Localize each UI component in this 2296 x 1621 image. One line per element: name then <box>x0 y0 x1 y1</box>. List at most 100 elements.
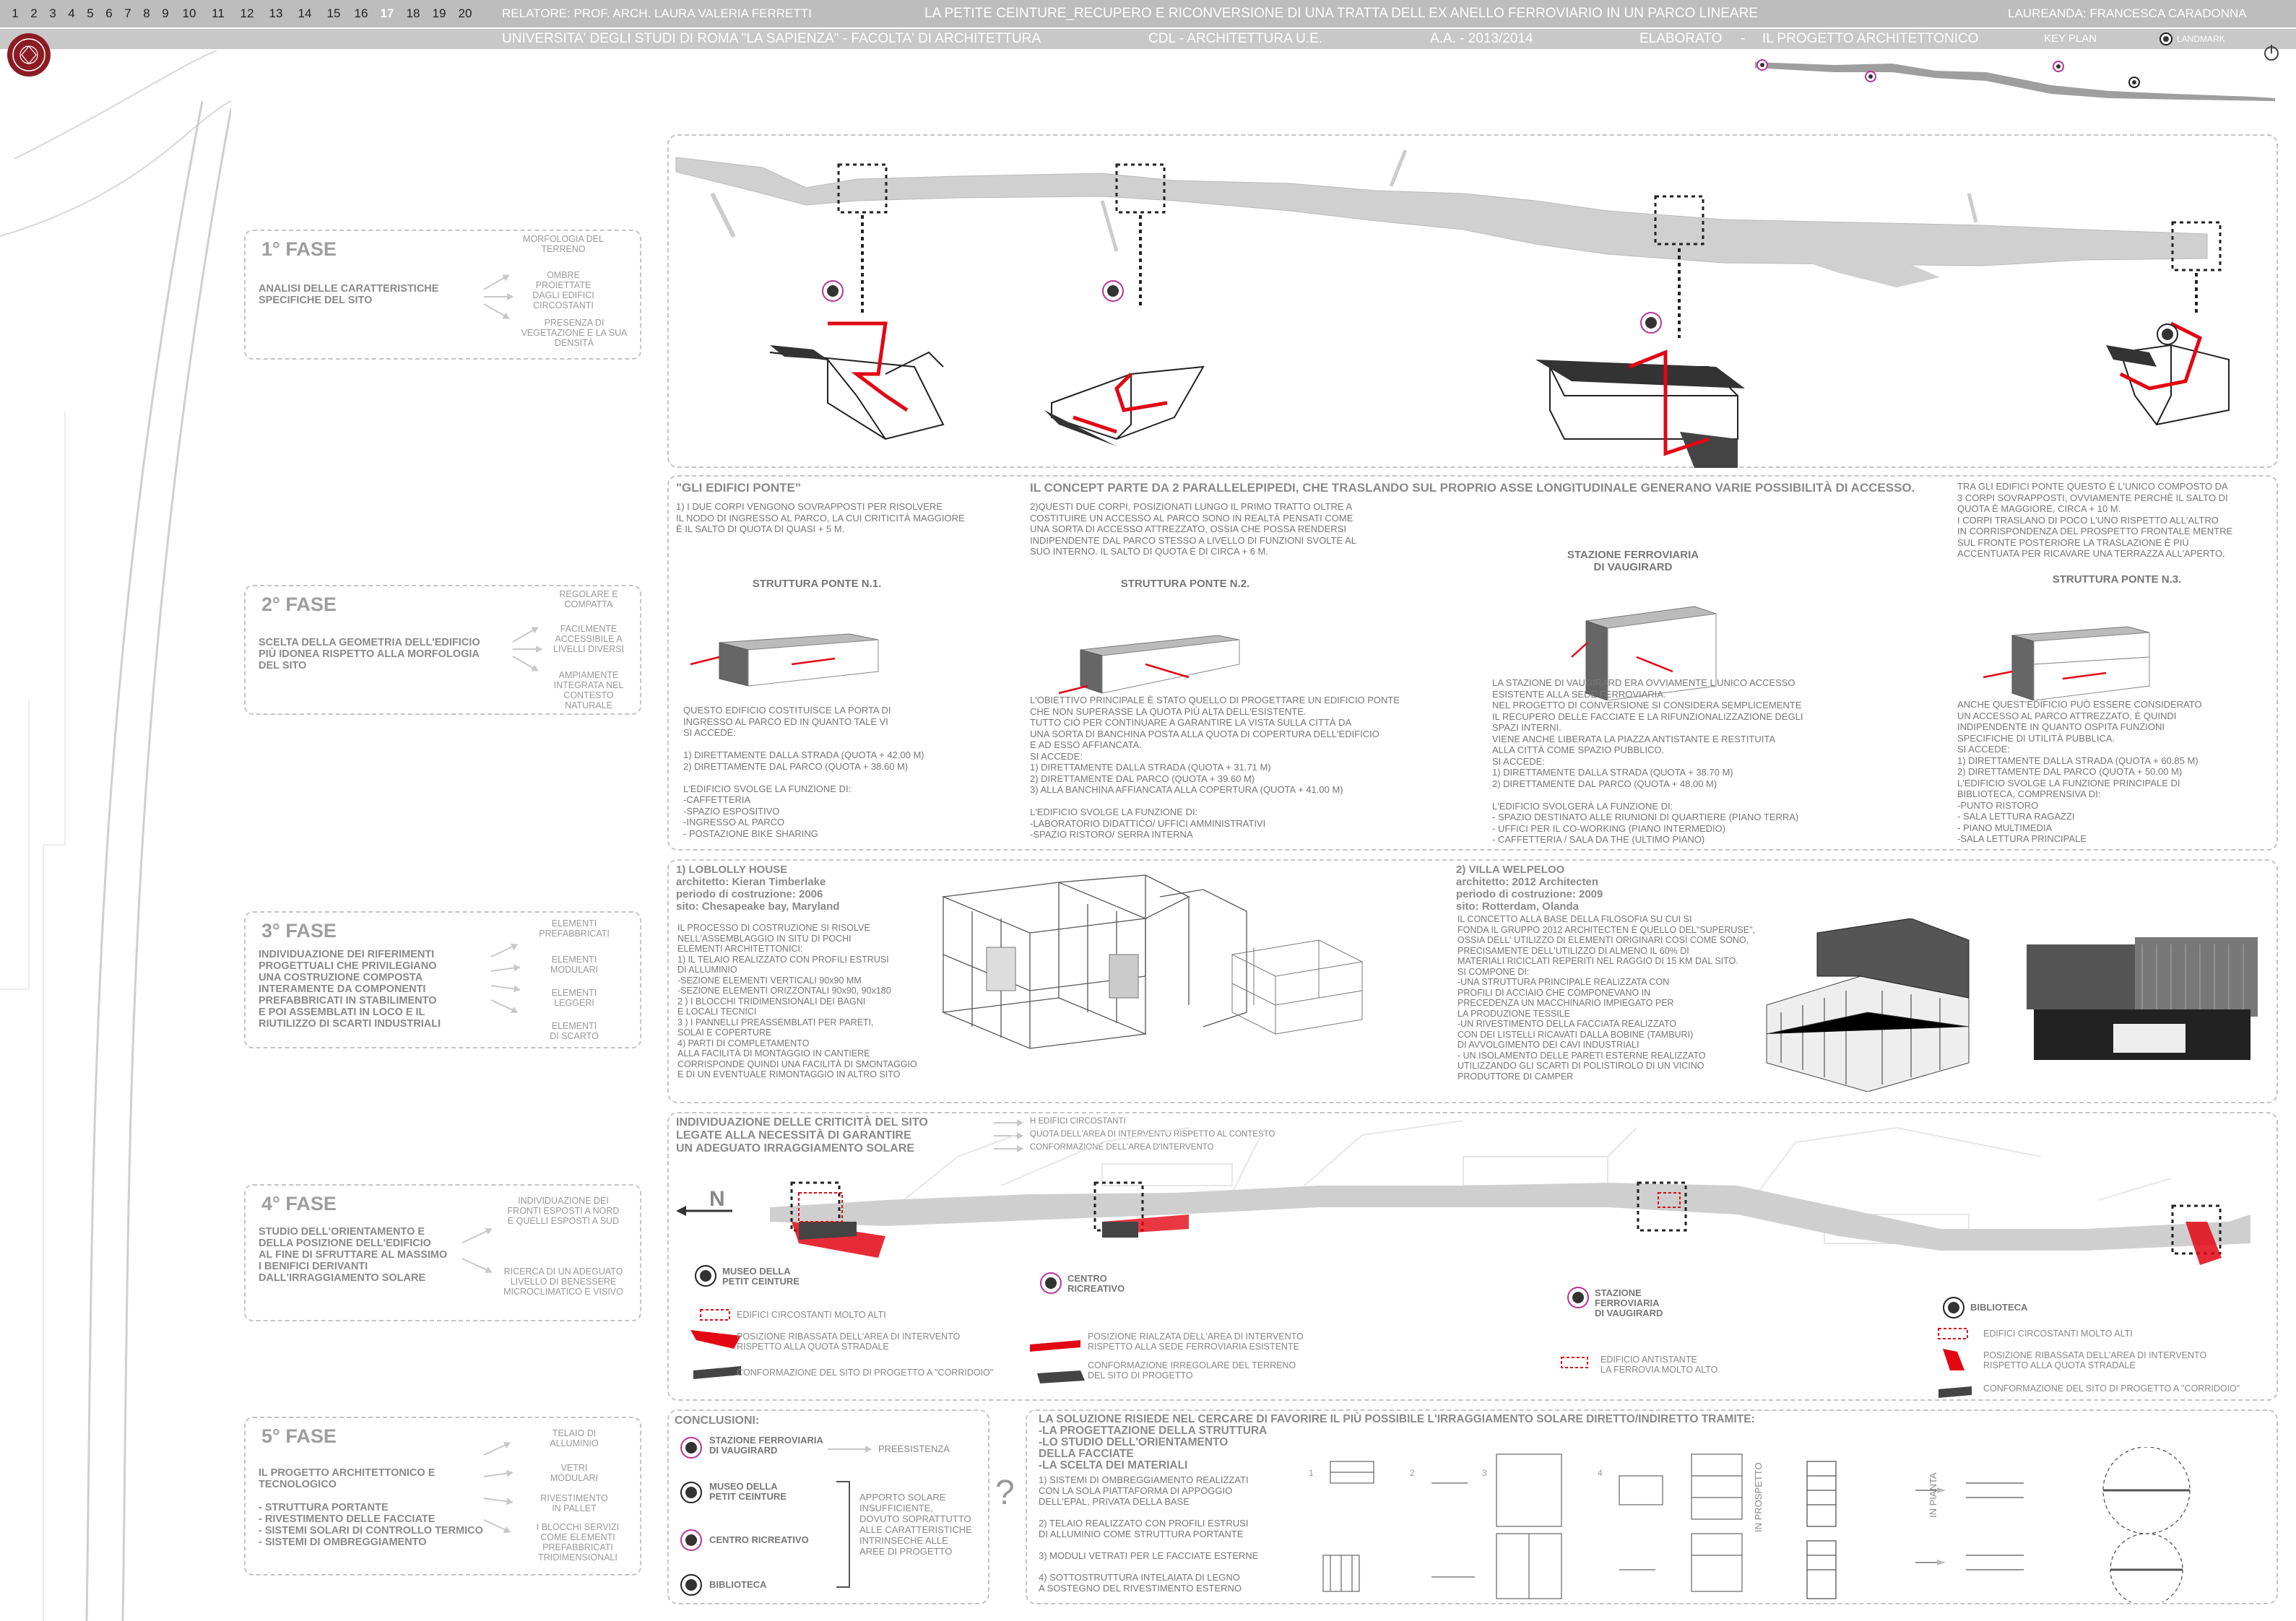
arrow-icon <box>490 985 520 991</box>
stazione-vaugirard-title: STAZIONE FERROVIARIA DI VAUGIRARD <box>1567 549 1699 573</box>
page-link[interactable]: 16 <box>354 6 368 20</box>
stazione-label: STAZIONE FERROVIARIA DI VAUGIRARD <box>1595 1287 1663 1318</box>
conclusion-item: CENTRO RICREATIVO <box>709 1534 809 1545</box>
page-link[interactable]: 12 <box>240 6 254 20</box>
apporto-solare-text: APPORTO SOLARE INSUFFICIENTE, DOVUTO SOP… <box>859 1492 972 1557</box>
page-link[interactable]: 13 <box>269 6 283 20</box>
legend-2-symbols <box>1030 1340 1085 1383</box>
in-pianta-label: IN PIANTA <box>1928 1472 1938 1518</box>
legend-4-item: EDIFICI CIRCOSTANTI MOLTO ALTI <box>1983 1329 2133 1339</box>
reference-1-text: IL PROCESSO DI COSTRUZIONE SI RISOLVE NE… <box>677 923 917 1079</box>
page-link[interactable]: 10 <box>182 6 196 20</box>
phase-1-box: 1° FASE ANALISI DELLE CARATTERISTICHE SP… <box>244 230 641 360</box>
page-link-current[interactable]: 17 <box>380 6 394 20</box>
bracket-icon <box>836 1481 850 1588</box>
page-link[interactable]: 19 <box>432 6 446 20</box>
legend-4-symbols <box>1938 1328 1972 1398</box>
page-link[interactable]: 7 <box>124 6 131 20</box>
page-link[interactable]: 1 <box>12 6 19 20</box>
page-link[interactable]: 18 <box>406 6 420 20</box>
legend-4-item: CONFORMAZIONE DEL SITO DI PROGETTO A "CO… <box>1983 1383 2240 1394</box>
page-link[interactable]: 5 <box>87 6 94 20</box>
solution-heading: LA SOLUZIONE RISIEDE NEL CERCARE DI FAVO… <box>1039 1413 1755 1472</box>
arrow-icon <box>483 1519 511 1533</box>
page-link[interactable]: 11 <box>212 6 225 20</box>
struttura-ponte-1-text: QUESTO EDIFICIO COSTITUISCE LA PORTA DI … <box>683 705 924 839</box>
legend-1-item: POSIZIONE RIBASSATA DELL'AREA DI INTERVE… <box>737 1331 961 1352</box>
museo-marker-icon <box>680 1482 702 1503</box>
page-link[interactable]: 8 <box>143 6 150 20</box>
phase-4-title: 4° FASE <box>261 1193 337 1214</box>
solution-steps: 1) SISTEMI DI OMBREGGIAMENTO REALIZZATI … <box>1039 1474 1259 1594</box>
legend-1-item: CONFORMAZIONE DEL SITO DI PROGETTO A "CO… <box>737 1368 994 1378</box>
reference-2-text: IL CONCETTO ALLA BASE DELLA FILOSOFIA SU… <box>1457 914 1755 1082</box>
landmark-marker-icon <box>1102 280 1124 302</box>
phase-1-description: ANALISI DELLE CARATTERISTICHE SPECIFICHE… <box>259 283 439 306</box>
arrow-icon <box>512 656 539 672</box>
struttura-ponte-2-title: STRUTTURA PONTE N.2. <box>1120 578 1250 590</box>
arrow-icon <box>490 966 520 972</box>
legend-1-symbols <box>690 1309 741 1379</box>
university-seal-icon <box>7 33 51 77</box>
phase-3-item: ELEMENTI MODULARI <box>550 955 598 975</box>
concept-volumes-drawing <box>690 606 2150 700</box>
solar-heading: INDIVIDUAZIONE DELLE CRITICITÀ DEL SITO … <box>676 1116 928 1155</box>
aa-text: A.A. - 2013/2014 <box>1430 31 1533 46</box>
landmark-legend: LANDMARK <box>2159 29 2225 49</box>
legend-3-item: EDIFICIO ANTISTANTE LA FERROVIA MOLTO AL… <box>1600 1355 1718 1375</box>
page-link[interactable]: 2 <box>30 6 38 20</box>
thesis-title: LA PETITE CEINTURE_RECUPERO E RICONVERSI… <box>924 6 1758 21</box>
legend-2-item: CONFORMAZIONE IRREGOLARE DEL TERRENO DEL… <box>1088 1360 1296 1381</box>
arrow-icon <box>462 1258 493 1273</box>
preesistenza-label: PREESISTENZA <box>878 1443 950 1454</box>
north-arrow-icon <box>676 1206 732 1216</box>
page-link[interactable]: 15 <box>326 6 341 20</box>
conclusions-panel: CONCLUSIONI: STAZIONE FERROVIARIA DI VAU… <box>667 1409 989 1604</box>
arrow-icon <box>512 627 539 643</box>
site-plan-drawing <box>675 149 2230 468</box>
struttura-ponte-2-text: L'OBIETTIVO PRINCIPALE È STATO QUELLO DI… <box>1030 695 1400 840</box>
phase-2-item: REGOLARE E COMPATTA <box>559 589 618 609</box>
solar-point: QUOTA DELL'AREA DI INTERVENTO RISPETTO A… <box>1030 1130 1275 1139</box>
conclusions-heading: CONCLUSIONI: <box>675 1414 760 1427</box>
page-link[interactable]: 14 <box>298 6 312 20</box>
conclusion-item: BIBLIOTECA <box>709 1579 767 1590</box>
arrow-icon <box>994 1132 1023 1139</box>
page-link[interactable]: 6 <box>105 6 113 20</box>
legend-2-item: POSIZIONE RIALZATA DELL'AREA DI INTERVEN… <box>1088 1331 1304 1352</box>
villa-welpeloo-photo <box>2019 930 2265 1067</box>
phase-3-title: 3° FASE <box>261 920 337 942</box>
biblioteca-marker-icon <box>1943 1297 1964 1318</box>
north-label: N <box>709 1187 725 1211</box>
references-panel: 1) LOBLOLLY HOUSE architetto: Kieran Tim… <box>667 859 2278 1103</box>
phase-1-item: MORFOLOGIA DEL TERRENO <box>523 234 604 254</box>
phase-2-item: AMPIAMENTE INTEGRATA NEL CONTESTO NATURA… <box>553 670 624 710</box>
phase-5-description: IL PROGETTO ARCHITETTONICO E TECNOLOGICO… <box>259 1467 483 1548</box>
phase-4-box: 4° FASE STUDIO DELL'ORIENTAMENTO E DELLA… <box>244 1184 641 1321</box>
loblolly-house-drawing <box>941 874 1364 1049</box>
in-prospetto-label: IN PROSPETTO <box>1753 1462 1764 1532</box>
centro-marker-icon <box>1040 1272 1062 1294</box>
page-link[interactable]: 20 <box>458 6 472 20</box>
key-plan-map <box>1755 59 2275 101</box>
arrow-icon <box>483 274 510 290</box>
arrow-icon <box>462 1228 493 1243</box>
phase-4-item: RICERCA DI UN ADEGUATO LIVELLO DI BENESS… <box>503 1266 623 1297</box>
concept-intro-4: TRA GLI EDIFICI PONTE QUESTO È L'UNICO C… <box>1957 481 2233 559</box>
solar-point: H EDIFICI CIRCOSTANTI <box>1030 1117 1126 1126</box>
laureanda-text: LAUREANDA: FRANCESCA CARADONNA <box>2008 6 2247 20</box>
biblioteca-label: BIBLIOTECA <box>1970 1302 2028 1313</box>
arrow-icon <box>994 1145 1023 1152</box>
arrow-icon <box>490 999 518 1013</box>
museo-label: MUSEO DELLA PETIT CEINTURE <box>722 1266 800 1287</box>
page-link[interactable]: 4 <box>68 6 75 20</box>
arrow-icon <box>994 1119 1023 1126</box>
elaborato-title: IL PROGETTO ARCHITETTONICO <box>1762 31 1979 46</box>
page-link[interactable]: 3 <box>49 6 56 20</box>
arrow-icon <box>483 1472 513 1477</box>
page-link[interactable]: 9 <box>162 6 169 20</box>
legend-4-item: POSIZIONE RIBASSATA DELL'AREA DI INTERVE… <box>1983 1350 2207 1370</box>
phase-5-item: VETRI MODULARI <box>550 1463 598 1483</box>
centro-label: CENTRO RICREATIVO <box>1067 1273 1125 1294</box>
villa-welpeloo-drawing <box>1766 918 1970 1092</box>
